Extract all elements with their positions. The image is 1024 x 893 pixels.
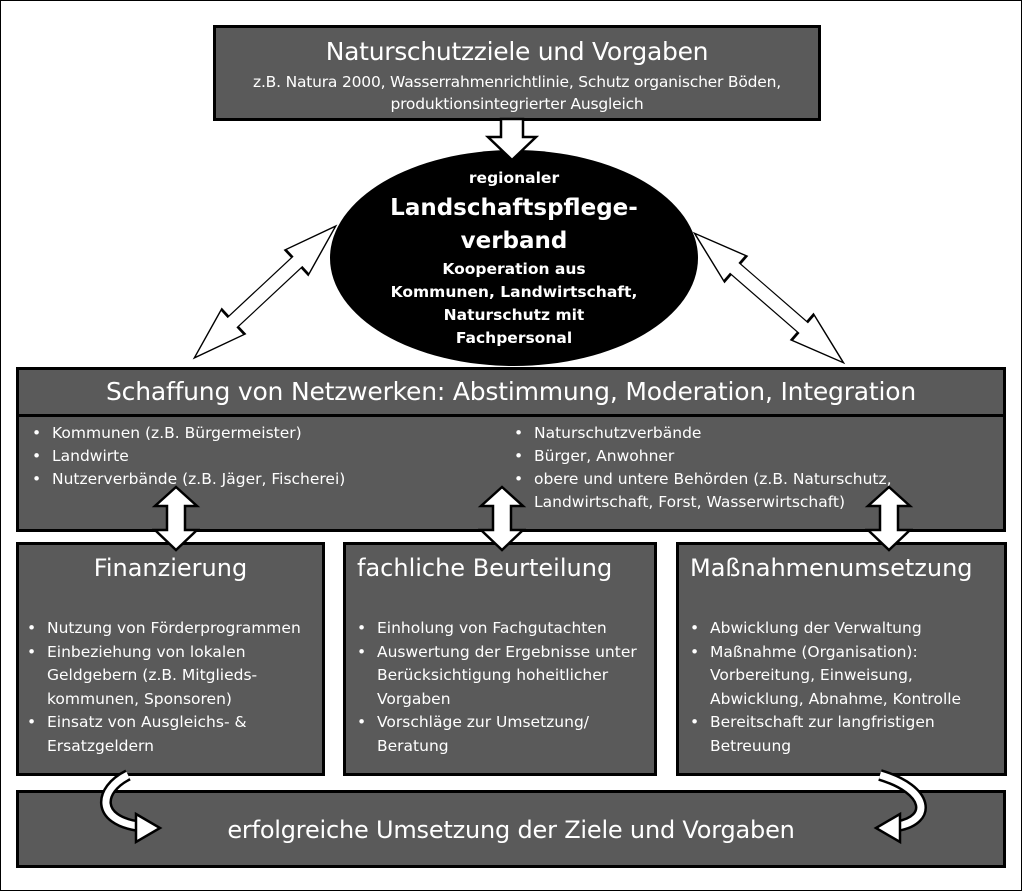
vertical-double-arrow-icon	[864, 485, 914, 552]
result-box: erfolgreiche Umsetzung der Ziele und Vor…	[16, 790, 1006, 868]
list-item: Auswertung der Ergebnisse unter Berücksi…	[355, 641, 654, 712]
double-arrow-right-icon	[692, 231, 846, 365]
ellipse-line-regional: regionaler	[468, 169, 560, 187]
list-item: Kommunen (z.B. Bürgermeister)	[30, 422, 345, 445]
implementation-box: Maßnahmenumsetzung Abwicklung der Verwal…	[676, 542, 1007, 776]
list-item: Naturschutzverbände	[512, 422, 982, 445]
vertical-double-arrow-icon	[477, 485, 527, 552]
assessment-title: fachliche Beurteilung	[357, 554, 613, 582]
goals-subtitle-line2: produktionsintegrierter Ausgleich	[390, 95, 644, 113]
ellipse-line-cooperation: Kooperation aus	[442, 260, 586, 278]
ellipse-line-association-1: Landschaftspflege-	[390, 195, 638, 221]
list-item: Bereitschaft zur langfristigen Betreuung	[688, 711, 1004, 758]
list-item: Einbeziehung von lokalen Geldgebern (z.B…	[25, 641, 322, 712]
list-item: Bürger, Anwohner	[512, 445, 982, 468]
vertical-double-arrow-icon	[151, 485, 201, 552]
ellipse-line-partners: Kommunen, Landwirtschaft,	[390, 283, 638, 301]
ellipse-line-staff: Fachpersonal	[455, 329, 573, 347]
financing-list: Nutzung von Förderprogrammen Einbeziehun…	[25, 617, 322, 758]
assessment-list: Einholung von Fachgutachten Auswertung d…	[355, 617, 654, 758]
list-item: Nutzerverbände (z.B. Jäger, Fischerei)	[30, 468, 345, 491]
financing-title: Finanzierung	[93, 554, 248, 582]
list-item: Abwicklung der Verwaltung	[688, 617, 1004, 641]
goals-subtitle-line1: z.B. Natura 2000, Wasserrahmenrichtlinie…	[253, 73, 781, 91]
goals-title: Naturschutzziele und Vorgaben	[325, 37, 709, 66]
result-title: erfolgreiche Umsetzung der Ziele und Vor…	[227, 816, 795, 844]
curved-arrow-left-icon	[99, 769, 163, 845]
network-header: Schaffung von Netzwerken: Abstimmung, Mo…	[16, 367, 1006, 417]
down-arrow-icon	[484, 117, 540, 162]
list-item: Maßnahme (Organisation): Vorbereitung, E…	[688, 641, 1004, 712]
network-list-left: Kommunen (z.B. Bürgermeister) Landwirte …	[30, 422, 345, 491]
implementation-title: Maßnahmenumsetzung	[690, 554, 973, 582]
ellipse-line-association-2: verband	[460, 228, 568, 254]
financing-box: Finanzierung Nutzung von Förderprogramme…	[16, 542, 325, 776]
landscape-association-ellipse: regionaler Landschaftspflege- verband Ko…	[330, 150, 698, 366]
implementation-list: Abwicklung der Verwaltung Maßnahme (Orga…	[688, 617, 1004, 758]
list-item: Nutzung von Förderprogrammen	[25, 617, 322, 641]
ellipse-line-nature: Naturschutz mit	[443, 306, 585, 324]
list-item: Landwirte	[30, 445, 345, 468]
list-item: Einholung von Fachgutachten	[355, 617, 654, 641]
network-list-right: Naturschutzverbände Bürger, Anwohner obe…	[512, 422, 982, 514]
curved-arrow-right-icon	[873, 769, 927, 845]
list-item: Einsatz von Ausgleichs- & Ersatzgeldern	[25, 711, 322, 758]
network-title: Schaffung von Netzwerken: Abstimmung, Mo…	[105, 377, 917, 406]
list-item: Vorschläge zur Umsetzung/ Beratung	[355, 711, 654, 758]
assessment-box: fachliche Beurteilung Einholung von Fach…	[343, 542, 657, 776]
double-arrow-left-icon	[192, 224, 338, 360]
list-item: obere und untere Behörden (z.B. Natursch…	[512, 468, 982, 514]
